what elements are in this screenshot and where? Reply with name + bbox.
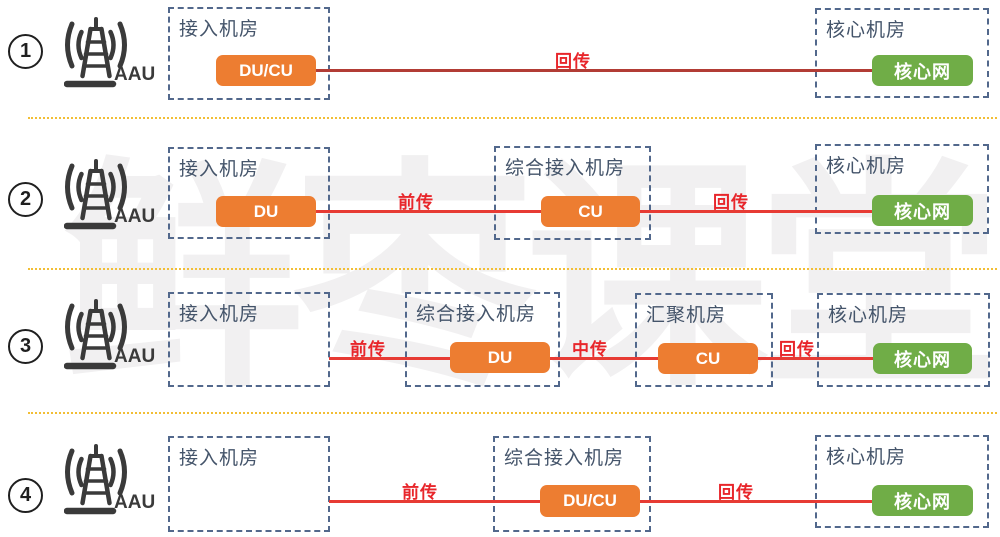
node-core-network: 核心网 bbox=[873, 343, 972, 374]
row-separator bbox=[28, 268, 997, 270]
room-title: 综合接入机房 bbox=[416, 304, 537, 325]
link-label-fronthaul: 前传 bbox=[402, 483, 438, 502]
room-access: 接入机房 bbox=[168, 436, 330, 532]
room-title: 综合接入机房 bbox=[504, 448, 625, 469]
room-title: 接入机房 bbox=[179, 304, 260, 325]
node-core-network: 核心网 bbox=[872, 195, 973, 226]
room-integrated-access: 综合接入机房 bbox=[494, 146, 651, 240]
room-core: 核心机房 bbox=[815, 435, 989, 528]
room-title: 综合接入机房 bbox=[505, 158, 626, 179]
node-ducu: DU/CU bbox=[540, 485, 640, 517]
room-title: 接入机房 bbox=[179, 19, 260, 40]
room-core: 核心机房 bbox=[817, 293, 990, 387]
node-ducu: DU/CU bbox=[216, 55, 316, 86]
step-badge-3: 3 bbox=[8, 329, 43, 364]
room-integrated-access: 综合接入机房 bbox=[405, 292, 560, 387]
room-title: 接入机房 bbox=[179, 159, 260, 180]
step-badge-4: 4 bbox=[8, 478, 43, 513]
node-du: DU bbox=[216, 196, 316, 227]
node-core-network: 核心网 bbox=[872, 485, 973, 516]
node-core-network: 核心网 bbox=[872, 55, 973, 86]
room-title: 核心机房 bbox=[826, 156, 907, 177]
row-separator bbox=[28, 412, 997, 414]
room-access: 接入机房 bbox=[168, 292, 330, 387]
room-access: 接入机房 bbox=[168, 147, 330, 239]
node-cu: CU bbox=[658, 343, 758, 374]
link-label-backhaul: 回传 bbox=[555, 52, 591, 71]
room-aggregation: 汇聚机房 bbox=[635, 293, 773, 387]
link-label-backhaul: 回传 bbox=[718, 483, 754, 502]
room-core: 核心机房 bbox=[815, 144, 989, 234]
step-badge-1: 1 bbox=[8, 34, 43, 69]
room-title: 核心机房 bbox=[826, 447, 907, 468]
room-title: 接入机房 bbox=[179, 448, 260, 469]
node-cu: CU bbox=[541, 196, 640, 227]
link-label-fronthaul: 前传 bbox=[350, 340, 386, 359]
aau-label: AAU bbox=[114, 492, 156, 513]
room-integrated-access: 综合接入机房 bbox=[493, 436, 651, 532]
aau-label: AAU bbox=[114, 64, 156, 85]
room-core: 核心机房 bbox=[815, 8, 989, 98]
link-label-fronthaul: 前传 bbox=[398, 193, 434, 212]
aau-label: AAU bbox=[114, 206, 156, 227]
aau-label: AAU bbox=[114, 346, 156, 367]
link-label-midhaul: 中传 bbox=[572, 340, 608, 359]
link-label-backhaul: 回传 bbox=[713, 193, 749, 212]
room-title: 核心机房 bbox=[826, 20, 907, 41]
room-title: 核心机房 bbox=[828, 305, 909, 326]
transport-line bbox=[329, 357, 873, 360]
room-title: 汇聚机房 bbox=[646, 305, 727, 326]
node-du: DU bbox=[450, 342, 550, 373]
row-separator bbox=[28, 117, 997, 119]
room-access: 接入机房 bbox=[168, 7, 330, 100]
backhaul-line bbox=[316, 69, 872, 72]
step-badge-2: 2 bbox=[8, 182, 43, 217]
link-label-backhaul: 回传 bbox=[779, 340, 815, 359]
